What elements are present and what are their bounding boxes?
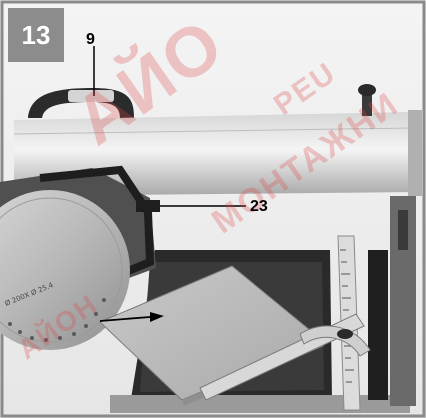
guide-rail-end — [408, 110, 422, 196]
cut-direction-arrow — [99, 312, 164, 322]
guide-rail-edge — [13, 127, 411, 135]
blade-rim — [0, 197, 123, 343]
saw-table-front-edge — [110, 395, 410, 413]
handle-grip — [68, 90, 114, 102]
angle-guide-knob — [337, 329, 353, 339]
adjustment-screw-23 — [136, 200, 160, 212]
guide-rail — [14, 112, 414, 196]
figure-number-badge: 13 — [8, 8, 64, 62]
right-rail-dark — [368, 250, 388, 400]
diamond-blade — [0, 190, 130, 350]
callout-label-23: 23 — [250, 198, 268, 215]
blade-cooling-holes — [8, 298, 106, 342]
callout-label-9: 9 — [86, 31, 95, 48]
right-clamp-screw — [398, 210, 408, 250]
rail-knob-stem — [362, 88, 372, 116]
rail-knob — [358, 84, 376, 96]
